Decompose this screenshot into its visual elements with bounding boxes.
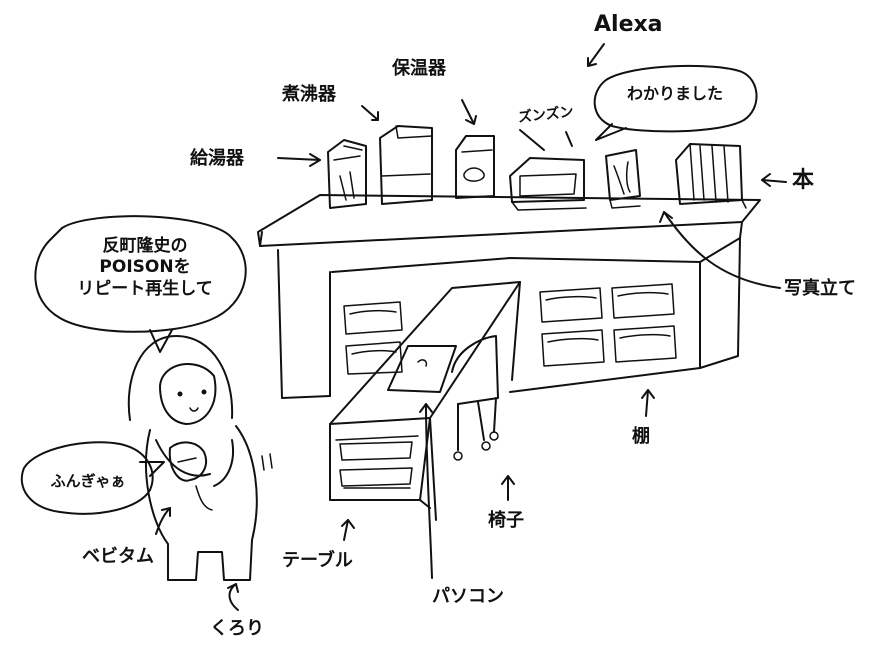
person	[127, 335, 273, 581]
alexa-speaker	[509, 157, 587, 211]
request-line-3: リピート再生して	[77, 278, 213, 299]
request-bubble-outline	[34, 215, 247, 333]
books	[675, 143, 747, 209]
request-bubble-text: 反町隆史の POISONを リピート再生して	[52, 236, 238, 300]
alexa-reply-text: わかりました	[626, 84, 723, 103]
kettle	[379, 125, 433, 205]
label-kurori: くろり	[210, 618, 264, 639]
label-alexa: Alexa	[594, 12, 663, 37]
label-computer: パソコン	[432, 586, 504, 607]
label-kettle: 煮沸器	[282, 84, 336, 105]
warmer	[455, 135, 495, 199]
label-chair: 椅子	[488, 510, 524, 531]
water-heater	[327, 139, 367, 209]
shelf-cabinet	[277, 237, 741, 399]
label-warmer: 保温器	[392, 58, 446, 79]
label-shelf: 棚	[632, 426, 650, 447]
label-water-heater: 給湯器	[190, 148, 244, 169]
label-bebitamu: ベビタム	[82, 546, 154, 567]
label-book: 本	[792, 168, 815, 193]
label-photo-stand: 写真立て	[784, 278, 856, 299]
table	[329, 281, 521, 521]
alexa-reply-bubble-outline	[593, 64, 758, 133]
cat	[168, 441, 208, 482]
cat-bubble-outline	[20, 441, 154, 515]
request-line-1: 反町隆史の	[102, 236, 188, 256]
annotation-arrows	[155, 43, 787, 611]
shelf-top-board	[257, 194, 761, 247]
cat-sound-text: ふんぎゃぁ	[50, 472, 126, 490]
photo-stand	[605, 149, 641, 209]
chair	[451, 335, 499, 461]
request-line-2: POISONを	[99, 257, 191, 278]
label-table: テーブル	[282, 550, 353, 571]
laptop	[387, 345, 457, 393]
